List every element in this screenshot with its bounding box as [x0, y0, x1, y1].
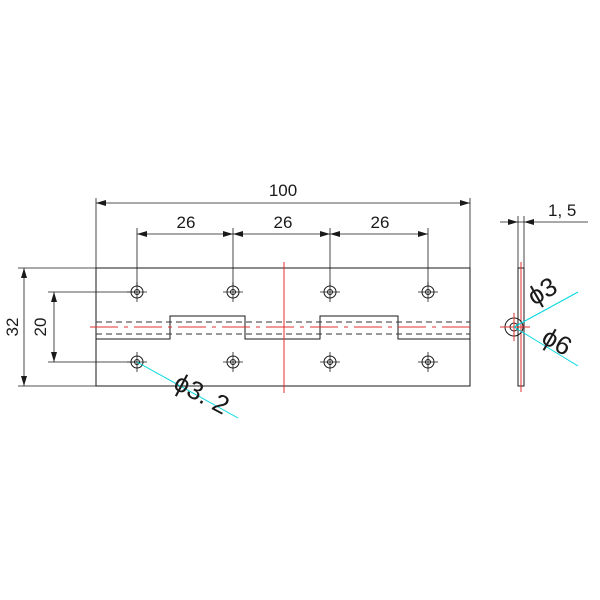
hole-pitch-2-label: 26 [274, 213, 293, 232]
hole-diameter-label: ϕ3. 2 [169, 367, 234, 421]
knuckle-width-label: 20 [31, 318, 50, 337]
knuckle-diameter-leader [513, 326, 579, 367]
dimension-hole-pitch: 26 26 26 [136, 213, 429, 286]
hole-diameter-callout: ϕ3. 2 [136, 361, 239, 421]
pin-diameter-label: ϕ3 [522, 271, 562, 311]
overall-length-label: 100 [269, 181, 297, 200]
dimension-overall-length: 100 [95, 181, 471, 268]
hole-pitch-3-label: 26 [371, 213, 390, 232]
hole-bottom-2 [223, 352, 243, 372]
hole-bottom-3 [320, 352, 340, 372]
knuckle-diameter-label: ϕ6 [537, 321, 577, 361]
overall-width-label: 32 [3, 318, 22, 337]
pin-diameter-leader [513, 291, 579, 328]
side-view: 1, 5 ϕ3 ϕ6 [500, 201, 588, 392]
hole-bottom-4 [418, 352, 438, 372]
thickness-label: 1, 5 [548, 201, 576, 220]
front-view [90, 262, 476, 393]
dimension-knuckle-width: 20 [31, 291, 137, 363]
dimension-overall-width: 32 [3, 267, 96, 387]
hole-pitch-1-label: 26 [177, 213, 196, 232]
hole-diameter-leader [136, 361, 239, 419]
